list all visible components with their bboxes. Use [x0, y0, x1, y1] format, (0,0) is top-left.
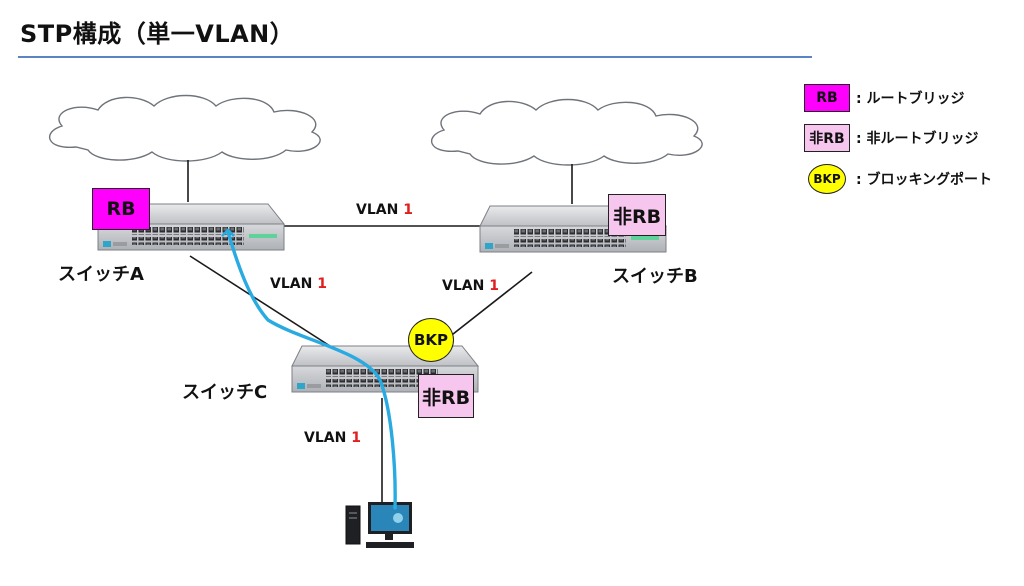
- switch-b-role-badge: 非RB: [608, 194, 666, 236]
- cloud-b: [430, 98, 703, 166]
- vlan-number: 1: [317, 276, 327, 292]
- vlan-number: 1: [489, 278, 499, 294]
- switch-c-role-badge: 非RB: [418, 374, 474, 418]
- vlan-prefix: VLAN: [442, 278, 490, 294]
- pc-icon: [345, 502, 414, 548]
- vlan-prefix: VLAN: [270, 276, 318, 292]
- link-b-c: [447, 271, 533, 339]
- legend-nrb-badge: 非RB: [804, 124, 850, 152]
- switch-a-role-badge: RB: [92, 188, 150, 230]
- vlan-label-c-pc: VLAN 1: [304, 430, 361, 446]
- title-divider: [18, 56, 812, 58]
- switch-b-label: スイッチB: [612, 266, 698, 287]
- legend-bkp-marker: BKP: [808, 164, 846, 194]
- vlan-prefix: VLAN: [304, 430, 352, 446]
- vlan-number: 1: [351, 430, 361, 446]
- cloud-a: [48, 94, 321, 162]
- traffic-path: [226, 230, 397, 510]
- vlan-number: 1: [403, 202, 413, 218]
- vlan-label-a-b: VLAN 1: [356, 202, 413, 218]
- vlan-label-a-c: VLAN 1: [270, 276, 327, 292]
- legend-rb-text: : ルートブリッジ: [856, 91, 965, 107]
- legend-nrb-text: : 非ルートブリッジ: [856, 131, 979, 147]
- vlan-prefix: VLAN: [356, 202, 404, 218]
- page-title: STP構成（単一VLAN）: [20, 20, 295, 48]
- vlan-label-b-c: VLAN 1: [442, 278, 499, 294]
- legend-bkp-text: : ブロッキングポート: [856, 172, 993, 188]
- switch-c-label: スイッチC: [182, 382, 268, 403]
- legend-rb-badge: RB: [804, 84, 850, 112]
- switch-a-label: スイッチA: [58, 264, 144, 285]
- link-a-c: [189, 255, 331, 347]
- blocking-port-marker: BKP: [408, 318, 454, 362]
- traffic-path-tip: [221, 228, 235, 237]
